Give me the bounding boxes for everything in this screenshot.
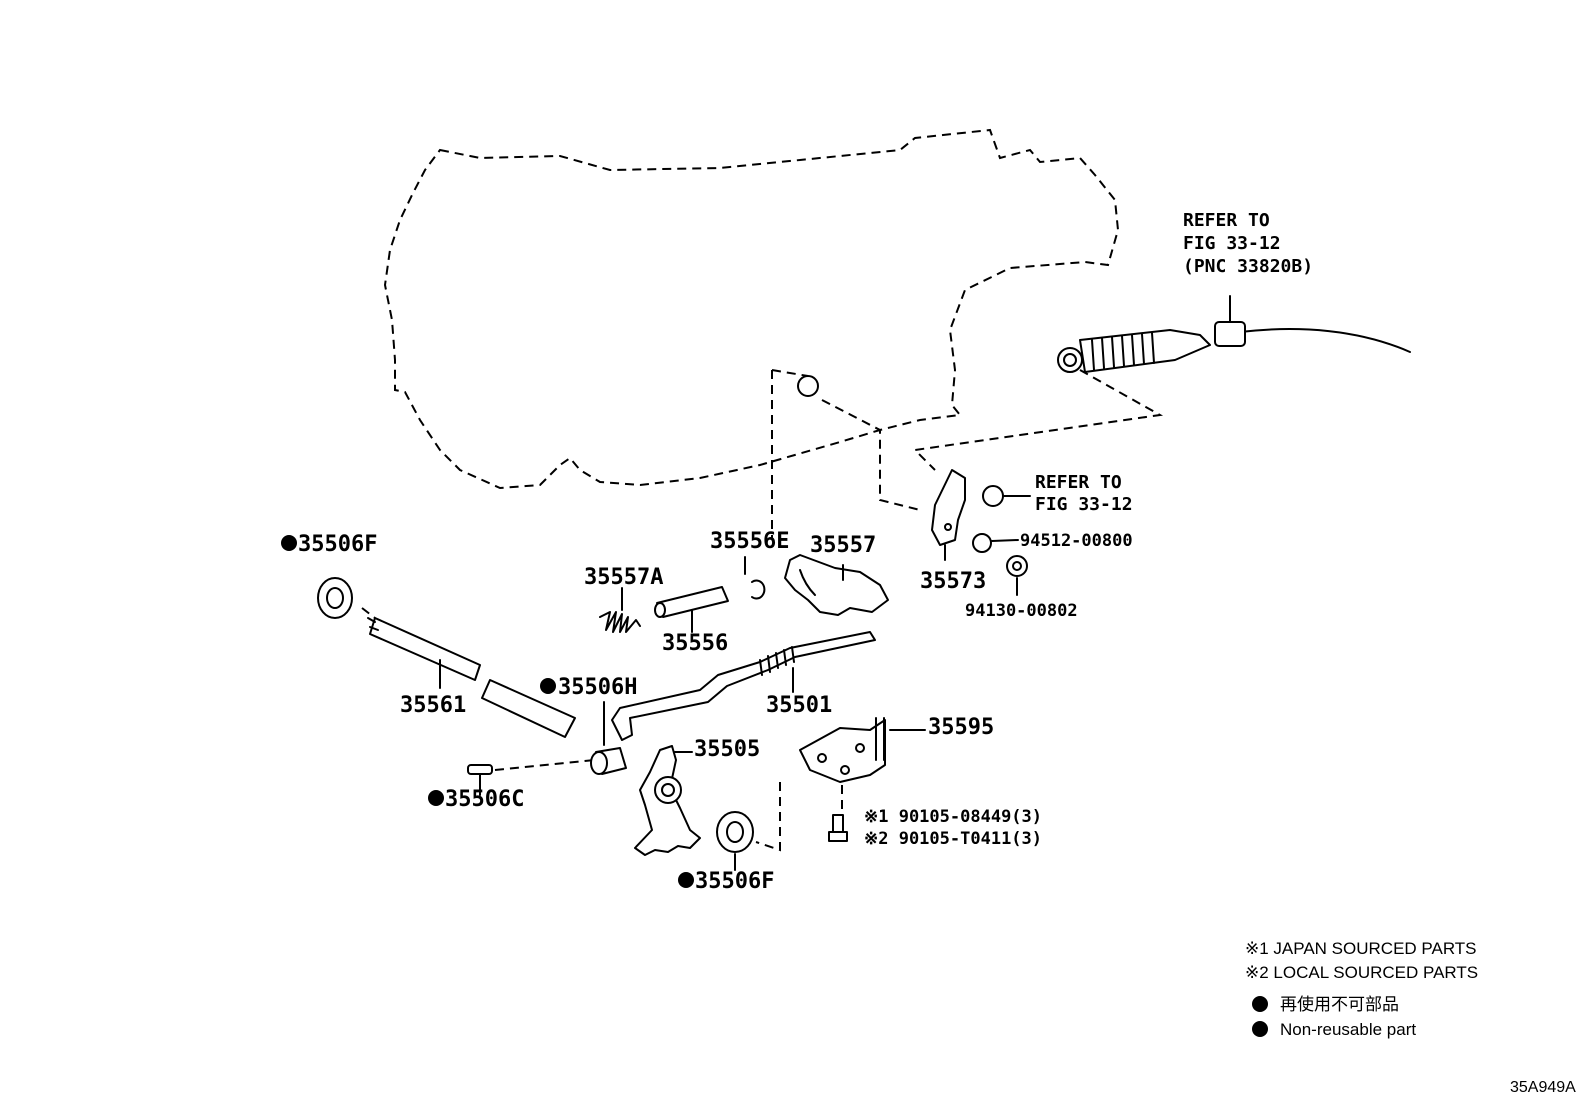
- label-35556: 35556: [662, 631, 728, 656]
- nonreusable-mark-35506H: [540, 678, 556, 694]
- transmission-outline: [383, 128, 1120, 490]
- label-35557A: 35557A: [584, 565, 663, 590]
- label-35595: 35595: [928, 715, 994, 740]
- manual-valve-shaft-35561: [367, 617, 576, 738]
- bracket-ref-line2: FIG 33-12: [1035, 494, 1133, 515]
- nut-94512-00800: [972, 533, 1019, 553]
- label-35506F-top: 35506F: [298, 532, 377, 557]
- oil-seal-35506F-bottom: [716, 782, 781, 871]
- nut-refer: [982, 485, 1031, 507]
- label-94130-00802: 94130-00802: [965, 601, 1078, 621]
- spring-35557A: [599, 587, 641, 633]
- bracket-ref-line1: REFER TO: [1035, 472, 1122, 493]
- label-35557: 35557: [810, 533, 876, 558]
- label-35573: 35573: [920, 569, 986, 594]
- label-35506F-bottom: 35506F: [695, 869, 774, 894]
- label-35556E: 35556E: [710, 529, 789, 554]
- label-94512-00800: 94512-00800: [1020, 531, 1133, 551]
- housing-shaft-hole: [797, 375, 819, 397]
- shift-cable-top: [1057, 295, 1411, 373]
- label-90105-08449: ※1 90105-08449(3): [864, 807, 1042, 827]
- cable-axis-line: [912, 369, 1164, 471]
- legend-nonreusable-en: Non-reusable part: [1280, 1020, 1416, 1039]
- housing-leader: [771, 369, 921, 511]
- label-35561: 35561: [400, 693, 466, 718]
- nonreusable-mark-35506F-bottom: [678, 872, 694, 888]
- lever-35557: [784, 554, 889, 616]
- diagram-code: 35A949A: [1510, 1079, 1576, 1096]
- label-35501: 35501: [766, 693, 832, 718]
- legend-note-2: ※2 LOCAL SOURCED PARTS: [1245, 963, 1478, 982]
- control-cable-35501: [611, 631, 876, 741]
- label-35506H: 35506H: [558, 675, 637, 700]
- legend-note-1: ※1 JAPAN SOURCED PARTS: [1245, 939, 1477, 958]
- pin-35556: [654, 586, 729, 633]
- cable-ref-line2: FIG 33-12: [1183, 233, 1281, 254]
- pin-35506C: [467, 759, 596, 796]
- label-35505: 35505: [694, 737, 760, 762]
- oil-seal-35506F-top: [317, 577, 353, 619]
- nonreusable-mark-35506C: [428, 790, 444, 806]
- bracket-35595: [799, 717, 926, 810]
- nonreusable-mark-35506F-top: [281, 535, 297, 551]
- cable-ref-line1: REFER TO: [1183, 210, 1270, 231]
- legend-dot-jp: [1252, 996, 1268, 1012]
- detent-lever-35505: [634, 745, 701, 856]
- cable-ref-line3: (PNC 33820B): [1183, 256, 1313, 277]
- legend-nonreusable-jp: 再使用不可部品: [1280, 994, 1399, 1014]
- e-ring-35556E: [744, 556, 766, 600]
- label-90105-T0411: ※2 90105-T0411(3): [864, 829, 1042, 849]
- bolt-90105: [828, 814, 848, 842]
- shaft-seal-link: [361, 607, 376, 619]
- bracket-35573: [931, 469, 966, 561]
- nut-94130-00802: [1006, 555, 1028, 596]
- label-35506C: 35506C: [445, 787, 524, 812]
- legend-dot-en: [1252, 1021, 1268, 1037]
- bushing-35506H: [590, 701, 627, 775]
